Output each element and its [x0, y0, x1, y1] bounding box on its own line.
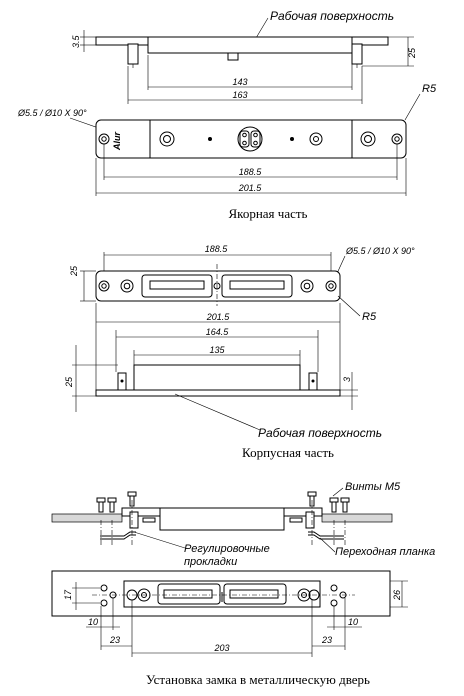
body-dim-3: 3 [342, 377, 352, 382]
install-section-view: Винты М5 Регулировочные [51, 481, 435, 568]
body-dim-164-5: 164.5 [206, 327, 230, 337]
adapter-plate-label: Переходная планка [335, 546, 435, 558]
body-work-surface-label: Рабочая поверхность [258, 426, 382, 440]
alur-logo: Alur [112, 132, 122, 151]
install-dim-10-left: 10 [88, 617, 98, 627]
install-front-view: 17 26 10 23 203 23 10 [51, 570, 408, 657]
install-dim-10-right: 10 [348, 617, 358, 627]
anchor-dim-201-5: 201.5 [238, 183, 263, 193]
body-dim-25-top: 25 [69, 265, 79, 277]
anchor-hole-label: Ø5.5 / Ø10 X 90° [17, 108, 87, 118]
install-dim-26: 26 [392, 590, 402, 601]
anchor-dim-163: 163 [232, 90, 247, 100]
anchor-part-caption: Якорная часть [229, 206, 308, 221]
install-dim-23-left: 23 [109, 635, 120, 645]
body-dim-188-5: 188.5 [205, 244, 229, 254]
anchor-r5-label: R5 [422, 83, 437, 95]
body-side-view: 201.5 164.5 135 25 3 Рабочая поверхность [64, 303, 382, 440]
install-dim-17: 17 [63, 589, 73, 600]
spacers-label-line2: прокладки [184, 556, 237, 568]
anchor-dim-188-5: 188.5 [239, 167, 263, 177]
anchor-work-surface-label: Рабочая поверхность [270, 9, 394, 23]
anchor-dim-143: 143 [232, 77, 247, 87]
install-dim-203: 203 [213, 643, 229, 653]
body-dim-135: 135 [209, 345, 225, 355]
body-r5-label: R5 [362, 311, 377, 323]
anchor-side-view: Рабочая поверхность 3.5 25 143 163 [71, 9, 417, 104]
anchor-top-view: R5 Ø5.5 / Ø10 X 90° Alur 188 [17, 83, 437, 196]
spacers-label-line1: Регулировочные [184, 543, 270, 555]
body-dim-201-5: 201.5 [206, 312, 231, 322]
install-dim-23-right: 23 [321, 635, 332, 645]
install-caption: Установка замка в металлическую дверь [146, 672, 370, 687]
body-top-view: 188.5 Ø5.5 / Ø10 X 90° 25 R5 [69, 244, 415, 323]
body-part-caption: Корпусная часть [242, 445, 334, 460]
anchor-dim-3-5: 3.5 [71, 34, 81, 48]
anchor-dim-25: 25 [407, 47, 417, 59]
body-dim-25-side: 25 [64, 376, 74, 388]
screws-label: Винты М5 [345, 481, 401, 493]
body-hole-label: Ø5.5 / Ø10 X 90° [345, 246, 415, 256]
